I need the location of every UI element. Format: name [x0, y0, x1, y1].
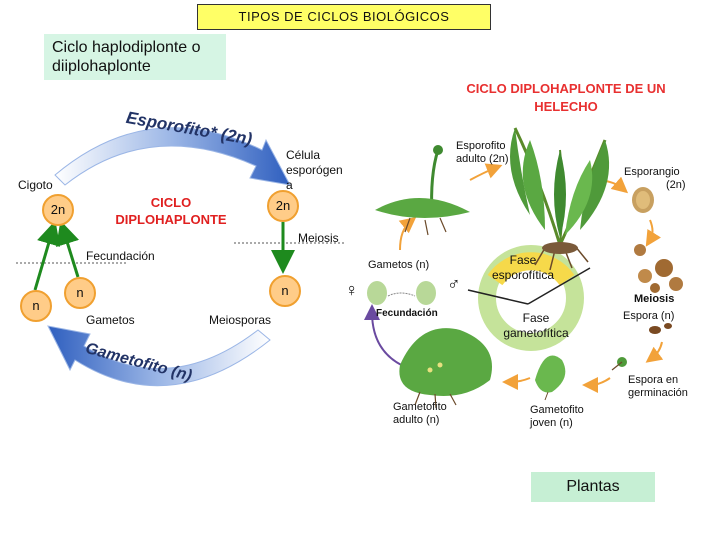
cycle-type-box: Ciclo haplodiplonte o diiplohaplonte	[44, 34, 226, 80]
gametofito-adulto-label: Gametofito adulto (n)	[393, 401, 447, 427]
espora-germinacion-label: Espora en germinación	[628, 374, 688, 400]
young-gametophyte-illustration	[535, 355, 566, 401]
cycle-center-line1: CICLO	[150, 195, 192, 210]
young-sporophyte-illustration	[375, 145, 470, 236]
espora-germ-line2: germinación	[628, 387, 688, 399]
esporangio-line2: (2n)	[666, 179, 686, 191]
node-n-gameto-b: n	[20, 290, 52, 322]
fase-gametofitica-label: Fase gametofítica	[494, 311, 578, 341]
esporofito-arrow	[54, 127, 291, 186]
celula-line1: Célula	[286, 148, 321, 162]
gametofito-adulto-line2: adulto (n)	[393, 414, 440, 426]
gametofito-joven-label: Gametofito joven (n)	[530, 404, 584, 430]
node-n-meiospora: n	[269, 275, 301, 307]
node-2n-celula: 2n	[267, 190, 299, 222]
esporofito-line1: Esporofito	[456, 140, 506, 152]
phase-ring	[467, 245, 591, 351]
cycle-type-line1: Ciclo haplodiplonte o	[52, 39, 201, 56]
gametofito-joven-line2: joven (n)	[530, 417, 573, 429]
sporangium-illustration	[632, 187, 654, 213]
cycle-type-line2: diiplohaplonte	[52, 58, 151, 75]
node-n-gameto-a: n	[64, 277, 96, 309]
node-2n-cigoto: 2n	[42, 194, 74, 226]
fern-cycle-title-line1: CICLO DIPLOHAPLONTE DE UN	[466, 81, 666, 96]
fase-game-line1: Fase	[522, 311, 550, 325]
esporangio-line1: Esporangio	[624, 166, 680, 178]
gametofito-adulto-line1: Gametofito	[393, 401, 447, 413]
meiosis-label-right: Meiosis	[634, 293, 675, 305]
adult-gametophyte-illustration	[399, 328, 492, 409]
meiosis-label-left: Meiosis	[298, 231, 339, 245]
esporangio-label: Esporangio (2n)	[624, 166, 686, 192]
gametos-label-left: Gametos	[86, 313, 135, 327]
meiosis-spores-illustration	[634, 244, 683, 334]
gametos-label-right: Gametos (n)	[368, 259, 430, 271]
espora-label: Espora (n)	[623, 310, 675, 322]
esporofito-line2: adulto (2n)	[456, 153, 509, 165]
fase-espo-line1: Fase	[509, 253, 537, 267]
male-symbol: ♂	[447, 274, 461, 294]
plants-label: Plantas	[531, 472, 655, 502]
gametofito-arrow	[47, 325, 271, 387]
fern-cycle-title-line2: HELECHO	[534, 99, 598, 114]
fecundacion-arrow-b	[56, 220, 80, 278]
gametofito-joven-line1: Gametofito	[530, 404, 584, 416]
page-title: TIPOS DE CICLOS BIOLÓGICOS	[197, 4, 491, 30]
espora-germ-line1: Espora en	[628, 374, 679, 386]
fase-espo-line2: esporofítica	[491, 268, 555, 282]
fern-cycle-title: CICLO DIPLOHAPLONTE DE UN HELECHO	[430, 80, 702, 116]
fecundacion-label-right: Fecundación	[376, 308, 438, 319]
cycle-center-line2: DIPLOHAPLONTE	[115, 212, 227, 227]
fecundacion-label-left: Fecundación	[86, 249, 155, 263]
celula-line2: esporógen	[286, 163, 343, 177]
gametes-illustration	[367, 281, 436, 305]
esporofito-adulto-label: Esporofito adulto (2n)	[456, 140, 509, 166]
cycle-center-label: CICLO DIPLOHAPLONTE	[112, 194, 230, 228]
fase-esporofitica-label: Fase esporofítica	[484, 253, 562, 283]
celula-esporogena-label: Célula esporógen a	[286, 148, 343, 193]
meiosporas-label: Meiosporas	[209, 313, 272, 327]
fern-sporophyte-illustration	[510, 127, 610, 271]
female-symbol: ♀	[345, 280, 359, 300]
fase-game-line2: gametofítica	[503, 326, 569, 340]
germinating-spore-illustration	[611, 357, 627, 371]
fecundacion-arrow-a	[33, 220, 61, 291]
celula-line3: a	[286, 178, 293, 192]
cigoto-label: Cigoto	[18, 178, 53, 192]
